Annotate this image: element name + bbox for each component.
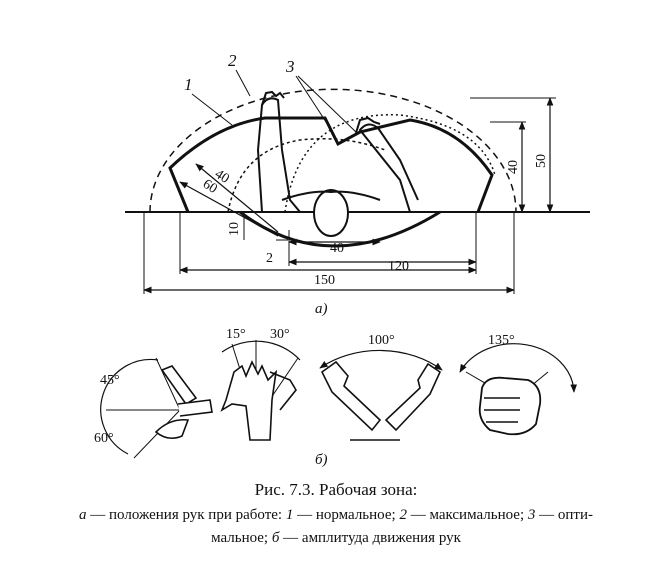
rotation-arm-left [320, 360, 382, 432]
figure-caption-line-2: мальное; б — амплитуда движения рук [0, 530, 672, 547]
deviation-hand-tilted [269, 371, 297, 411]
deviation-hand [220, 360, 278, 441]
caption-text: — положения рук при работе: [86, 507, 286, 523]
left-arm [256, 97, 301, 213]
caption-text: — опти- [535, 507, 593, 523]
forearm-rotation: 100° [319, 333, 443, 441]
left-hand [261, 90, 285, 106]
height-40-label: 40 [506, 160, 521, 174]
radius-60-label: 60 [200, 177, 220, 197]
hand-deviation: 15° 30° [220, 327, 301, 441]
angle-60-label: 60° [94, 431, 114, 446]
rotation-arm-right [384, 362, 442, 432]
fist-rotation: 135° [459, 333, 578, 436]
zone-1-leader [191, 93, 233, 126]
caption-text: — максимальное; [406, 507, 528, 523]
deviation-arc [221, 340, 301, 361]
caption-b-marker: б [271, 530, 280, 546]
angle-45-label: 45° [100, 373, 120, 388]
angle-15-label: 15° [226, 327, 246, 342]
zone-3-optimal-arc-left [227, 138, 386, 213]
head-width-label: 40 [330, 241, 344, 256]
forearm-shape [177, 399, 213, 417]
zone-3-optimal-arc-right [284, 114, 496, 213]
radius-40-label: 40 [212, 167, 232, 187]
angle-30-label: 30° [270, 327, 290, 342]
shoulders [281, 190, 381, 201]
panel-b: 45° 60° 15° 30° 100° [94, 327, 578, 468]
caption-text: — амплитуда движения рук [279, 530, 461, 546]
caption-2-marker: 2 [399, 507, 407, 523]
caption-text: мальное; [211, 530, 272, 546]
panel-b-sublabel: б) [315, 452, 328, 468]
angle-100-label: 100° [368, 333, 395, 348]
right-arm [358, 123, 419, 213]
zone-1-label: 1 [184, 75, 193, 94]
figure-caption-title: Рис. 7.3. Рабочая зона: [254, 480, 418, 499]
radius-40-arrow [195, 163, 279, 233]
right-hand [355, 116, 381, 134]
offset-10-label: 10 [227, 222, 242, 236]
caption-1-marker: 1 [285, 507, 294, 523]
total-width-label: 150 [314, 273, 335, 288]
zone-3-leader-a [295, 75, 331, 129]
hand-down-shape [154, 418, 190, 440]
zone-3-label: 3 [285, 57, 295, 76]
wrist-angle-arc [100, 358, 159, 455]
caption-a-marker: а [79, 507, 87, 523]
caption-text: — нормальное; [293, 507, 400, 523]
arm-span-label: 120 [388, 259, 409, 274]
zone-3-leader-b [297, 75, 359, 135]
fist-fingers [484, 397, 520, 423]
panel-a: 40 60 10 2 40 120 150 40 50 1 2 [125, 51, 590, 317]
wrist-down-ray [133, 409, 181, 459]
caption-3-marker: 3 [527, 507, 536, 523]
zone-2-max-arc [149, 88, 517, 213]
zone-3-lower-arc [239, 210, 441, 248]
work-zone-figure: 40 60 10 2 40 120 150 40 50 1 2 [94, 51, 590, 468]
zone-2-leader [235, 69, 251, 97]
figure-caption-line-1: а — положения рук при работе: 1 — нормал… [0, 507, 672, 524]
head-outline [313, 189, 349, 237]
zone-2-label: 2 [228, 51, 237, 70]
rotation-arc [319, 349, 443, 371]
panel-a-sublabel: а) [315, 301, 328, 317]
hand-up-shape [160, 365, 198, 406]
angle-135-label: 135° [488, 333, 515, 348]
wrist-flexion: 45° 60° [94, 357, 213, 459]
radius-60-arrow [179, 181, 279, 237]
fist-arc [459, 343, 578, 393]
zone-1-normal-arc [168, 116, 494, 213]
height-50-label: 50 [534, 154, 549, 168]
fist-shape [478, 376, 542, 436]
wrist-up-ray [155, 357, 181, 411]
offset-2-label: 2 [266, 251, 273, 266]
